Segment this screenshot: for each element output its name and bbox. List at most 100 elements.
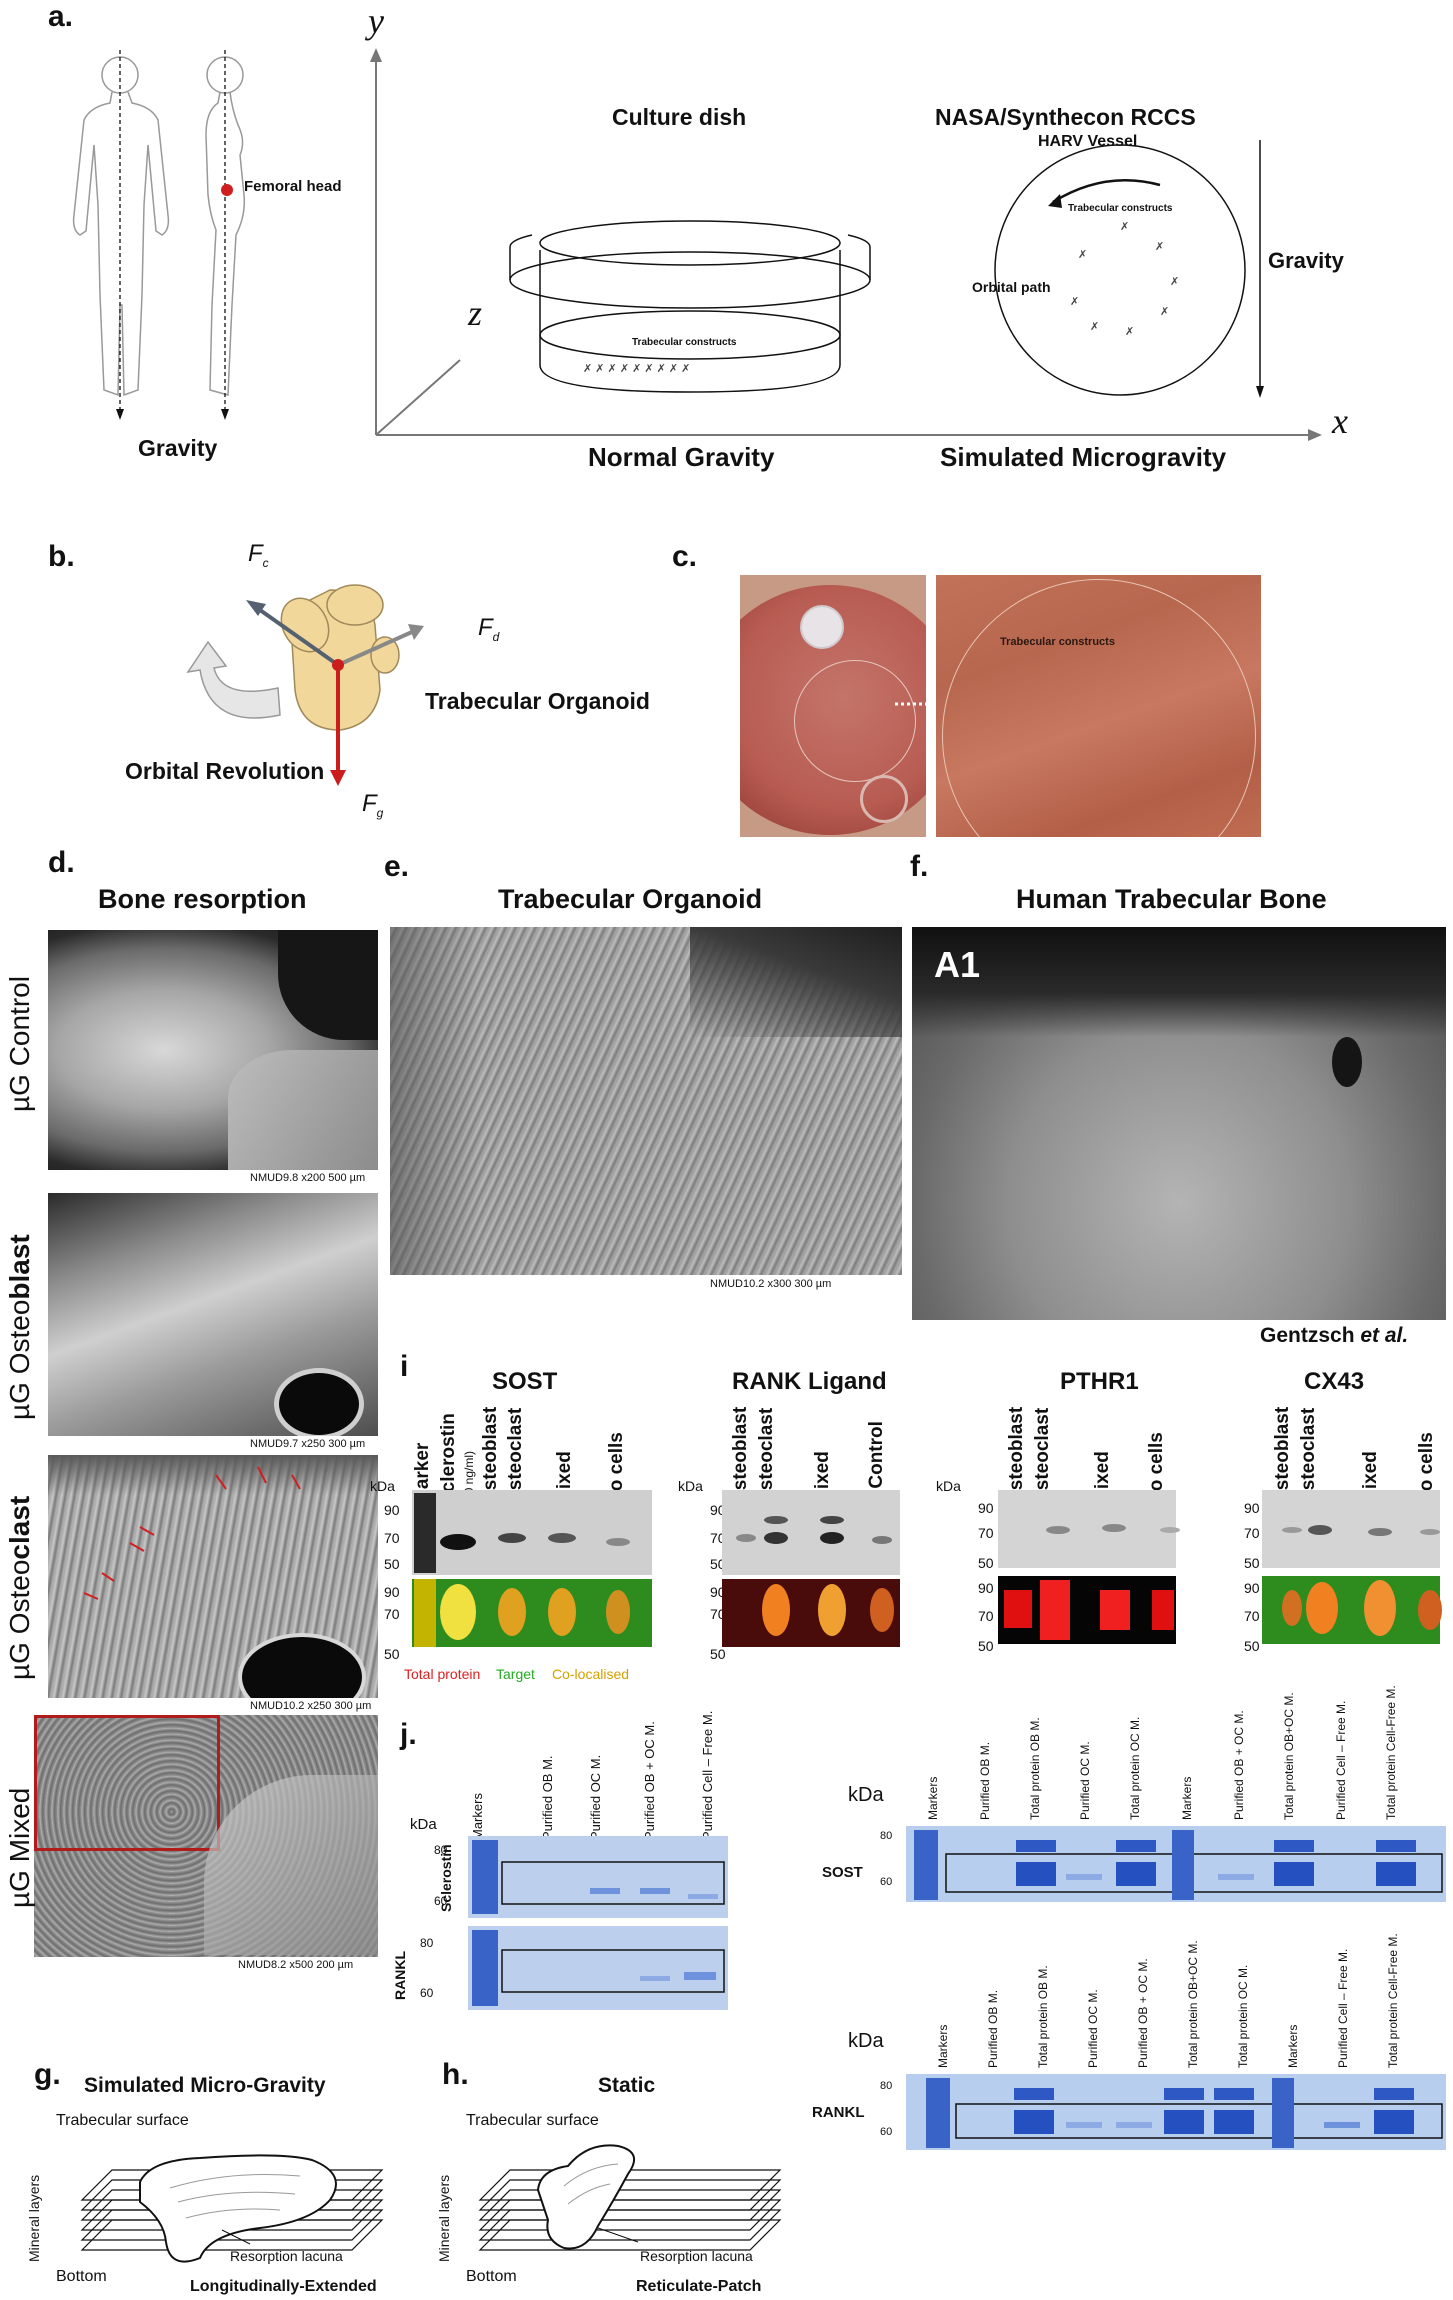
legend-target: Target (496, 1666, 535, 1682)
fd-label: Fd (478, 614, 499, 644)
svg-text:✗: ✗ (1120, 221, 1129, 233)
panel-h-label: h. (442, 2058, 469, 2091)
jrb-lane-0: Markers (936, 2024, 950, 2068)
jl-tick-80a: 80 (434, 1843, 448, 1857)
svg-text:✗: ✗ (1070, 296, 1079, 308)
fd-letter: F (478, 614, 493, 641)
jrb-lane-2: Total protein OB M. (1036, 1965, 1050, 2068)
panel-f-title: Human Trabecular Bone (1016, 884, 1327, 914)
sem-osteoblast (48, 1193, 378, 1436)
organoid-label: Trabecular Organoid (425, 688, 650, 714)
jrb-lane-7: Markers (1286, 2024, 1300, 2068)
h-layers-diagram (478, 2144, 782, 2251)
jl-lane-cellfree: Purified Cell – Free M. (700, 1710, 715, 1840)
h-surface-label: Trabecular surface (466, 2112, 599, 2129)
sost2-tick-70: 70 (384, 1606, 400, 1622)
fc-sub: c (262, 555, 269, 570)
jrt-lane-0: Markers (926, 1776, 940, 1820)
jrb-lane-6: Total protein OC M. (1236, 1964, 1250, 2068)
culture-dish-label: Culture dish (612, 104, 747, 130)
panel-g-title: Simulated Micro-Gravity (84, 2074, 326, 2097)
femoral-head-label: Femoral head (244, 178, 342, 195)
gravity-left-label: Gravity (138, 435, 218, 461)
scale-mixed: NMUD8.2 x500 200 µm (238, 1959, 354, 1971)
legend-total-protein: Total protein (404, 1666, 481, 1682)
jl-tick-60a: 60 (434, 1894, 448, 1908)
panel-g-label: g. (34, 2058, 61, 2091)
g-shape-label: Longitudinally-Extended (190, 2278, 377, 2295)
coomassie-right-top (906, 1826, 1446, 1902)
pthr12-tick-50: 50 (978, 1638, 994, 1654)
row-osteoclast-label: µG Osteoclast (4, 1496, 36, 1680)
scale-osteoblast: NMUD9.7 x250 300 µm (250, 1438, 366, 1450)
cx432-tick-50: 50 (1244, 1638, 1260, 1654)
jrt-lane-4: Total protein OC M. (1128, 1716, 1142, 1820)
jr-sost-label: SOST (822, 1864, 863, 1881)
jl-kda: kDa (410, 1816, 437, 1833)
svg-text:✗: ✗ (1090, 321, 1099, 333)
axes-diagram: ✗ ✗ ✗ ✗ ✗ ✗ ✗ ✗ ✗ ✗✗✗ ✗✗✗ ✗✗ (370, 48, 1322, 441)
fg-sub: g (376, 805, 384, 820)
jl-lane-oboc: Purified OB + OC M. (642, 1721, 657, 1840)
jl-tick-60b: 60 (420, 1986, 434, 2000)
axis-y-label: y (368, 1, 384, 41)
pthr12-tick-70: 70 (978, 1608, 994, 1624)
h-lacuna-label: Resorption lacuna (640, 2248, 753, 2264)
pthr1-tick-50: 50 (978, 1555, 994, 1571)
jrb-lane-1: Purified OB M. (986, 1989, 1000, 2068)
jr-kda-bottom: kDa (848, 2030, 884, 2052)
svg-text:✗: ✗ (1160, 306, 1169, 318)
rankl2-tick-50: 50 (710, 1646, 726, 1662)
g-bottom-label: Bottom (56, 2268, 107, 2285)
jr-rankl-label: RANKL (812, 2104, 865, 2121)
jrt-lane-5: Markers (1180, 1776, 1194, 1820)
orbital-revolution-label: Orbital Revolution (125, 758, 325, 784)
sost2-tick-50: 50 (384, 1646, 400, 1662)
jrb-tick-60: 60 (880, 2126, 893, 2138)
row-osteoclast-prefix: µG Osteo (4, 1559, 35, 1680)
jrt-tick-60: 60 (880, 1876, 893, 1888)
row-osteoclast-suffix: clast (4, 1495, 35, 1560)
pthr1-tick-70: 70 (978, 1525, 994, 1541)
rankl-tick-70: 70 (710, 1530, 726, 1546)
panel-h-title: Static (598, 2074, 656, 2097)
a1-tag: A1 (934, 944, 981, 985)
sost-tick-70: 70 (384, 1530, 400, 1546)
jrb-lane-4: Purified OB + OC M. (1136, 1958, 1150, 2068)
panel-e-label: e. (384, 850, 410, 883)
sost-tick-90: 90 (384, 1502, 400, 1518)
sost2-tick-90: 90 (384, 1584, 400, 1600)
jl-lane-markers: Markers (470, 1793, 485, 1840)
jrb-lane-9: Total protein Cell-Free M. (1386, 1933, 1400, 2068)
blot-sost-title: SOST (492, 1368, 558, 1395)
scale-organoid: NMUD10.2 x300 300 µm (710, 1278, 832, 1290)
rankl-tick-50: 50 (710, 1556, 726, 1572)
rankl-kda: kDa (678, 1478, 703, 1494)
fg-letter: F (362, 790, 377, 817)
h-shape-label: Reticulate-Patch (636, 2278, 762, 2295)
jl-tick-80b: 80 (420, 1936, 434, 1950)
panel-b-label: b. (48, 540, 75, 573)
jrb-lane-8: Purified Cell – Free M. (1336, 1948, 1350, 2068)
jl-lane-ob: Purified OB M. (540, 1755, 555, 1840)
jrb-tick-80: 80 (880, 2080, 893, 2092)
jrt-tick-80: 80 (880, 1830, 893, 1842)
sem-mixed (34, 1715, 378, 1957)
western-blots (412, 1490, 1442, 1647)
fd-sub: d (492, 629, 500, 644)
rankl2-tick-70: 70 (710, 1606, 726, 1622)
row-osteoblast-label: µG Osteoblast (4, 1234, 36, 1420)
culture-photo-right (936, 575, 1261, 837)
credit-author: Gentzsch (1260, 1324, 1361, 1347)
cx43-tick-70: 70 (1244, 1525, 1260, 1541)
panel-e-title: Trabecular Organoid (498, 884, 763, 914)
coomassie-right-bottom (906, 2074, 1446, 2150)
rankl-tick-90: 90 (710, 1502, 726, 1518)
photo-constructs-label: Trabecular constructs (1000, 636, 1115, 648)
svg-text:✗: ✗ (1155, 241, 1164, 253)
jrt-lane-2: Total protein OB M. (1028, 1717, 1042, 1820)
jl-lane-oc: Purified OC M. (588, 1754, 603, 1840)
osteoclast-red-markers (83, 1466, 301, 1600)
sost-kda: kDa (370, 1478, 395, 1494)
organoid-force-diagram (186, 584, 424, 786)
